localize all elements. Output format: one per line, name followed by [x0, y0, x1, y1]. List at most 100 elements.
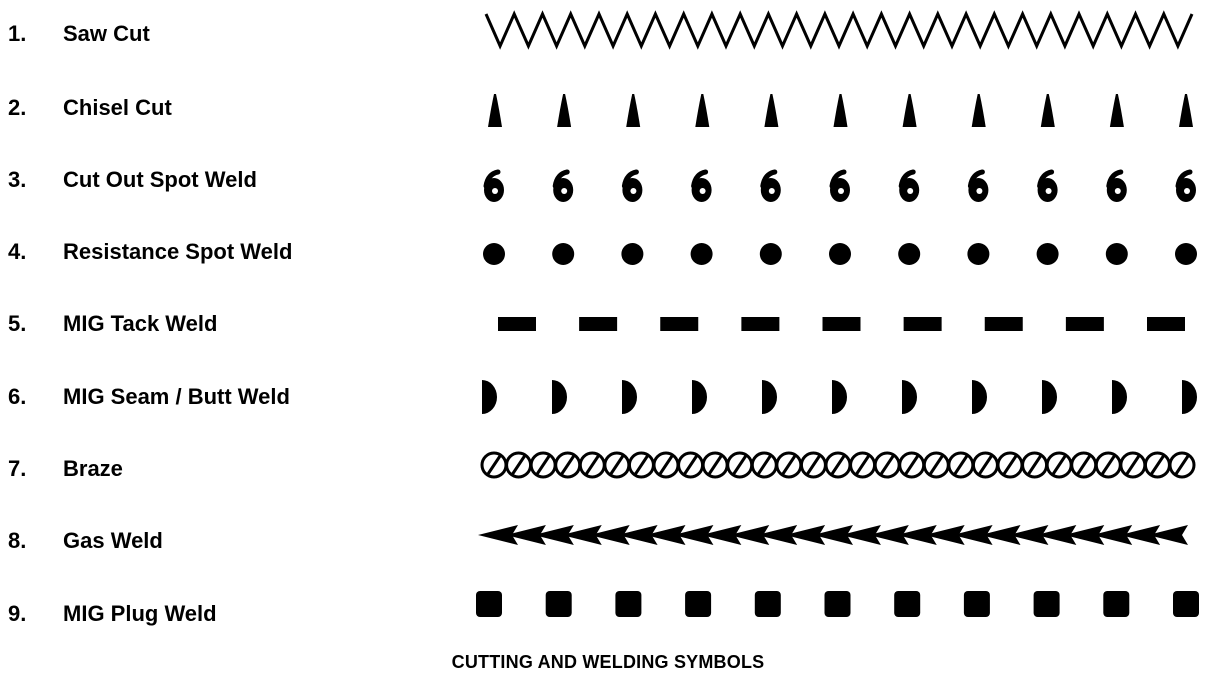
gas-arrowhead-mark	[1064, 525, 1105, 545]
solid-dot-icon	[483, 243, 1197, 265]
symbol-label: Saw Cut	[63, 21, 150, 46]
plug-square-mark	[1173, 591, 1199, 617]
spot-dot-mark	[621, 243, 644, 265]
spot-dot-mark	[552, 243, 575, 265]
gas-arrowhead-mark	[868, 525, 909, 545]
seam-half-circle-mark	[552, 380, 567, 414]
braze-circle-mark	[701, 451, 729, 479]
gas-arrowhead-mark	[589, 525, 630, 545]
chisel-mark	[902, 94, 917, 127]
braze-circle-mark	[873, 451, 901, 479]
tack-dash-mark	[903, 317, 942, 331]
plug-square-mark	[1033, 591, 1060, 617]
gas-arrowhead-mark	[952, 525, 993, 545]
figure-caption: CUTTING AND WELDING SYMBOLS	[451, 652, 765, 672]
braze-circle-mark	[603, 451, 631, 479]
tack-dash-mark	[822, 317, 861, 331]
braze-circle-mark	[578, 451, 606, 479]
spot-dot-mark	[1105, 243, 1128, 265]
gas-arrowhead-mark	[1036, 525, 1077, 545]
triangle-spike-icon	[488, 94, 1193, 127]
symbol-row-gas-weld: 8. Gas Weld	[0, 511, 1216, 571]
braze-circle-mark	[971, 451, 999, 479]
gas-arrowhead-mark	[645, 525, 686, 545]
gas-arrowhead-mark	[1092, 525, 1133, 545]
braze-circle-mark	[1021, 451, 1049, 479]
tack-dash-mark	[579, 317, 618, 331]
gas-arrowhead-mark	[840, 525, 881, 545]
plug-square-mark	[1103, 591, 1130, 617]
seam-half-circle-mark	[622, 380, 637, 414]
row-number: 4.	[8, 239, 27, 264]
zigzag-mark	[484, 10, 1194, 50]
row-number: 2.	[8, 95, 27, 120]
symbol-row-mig-seam-butt-weld: 6. MIG Seam / Butt Weld	[0, 367, 1216, 427]
braze-circle-mark	[505, 451, 533, 479]
row-number: 7.	[8, 456, 27, 481]
gas-arrowhead-mark	[561, 525, 602, 545]
braze-circle-mark	[824, 451, 852, 479]
zigzag-line-icon	[484, 10, 1194, 50]
chisel-mark	[695, 94, 710, 127]
tack-dash-mark	[498, 317, 536, 331]
symbol-row-resistance-spot-weld: 4. Resistance Spot Weld	[0, 222, 1216, 282]
rounded-square-icon	[476, 591, 1199, 617]
symbol-row-mig-tack-weld: 5. MIG Tack Weld	[0, 294, 1216, 354]
symbol-label: Braze	[63, 456, 123, 481]
braze-circle-mark	[849, 451, 877, 479]
six-shaped-dot-icon	[483, 169, 1196, 202]
plug-square-mark	[545, 591, 572, 617]
slashed-circle-chain-icon	[480, 451, 1196, 479]
gas-arrowhead-mark	[701, 525, 742, 545]
gas-arrowhead-mark	[785, 525, 826, 545]
gas-arrowhead-mark	[617, 525, 658, 545]
seam-half-circle-mark	[902, 380, 917, 414]
braze-circle-mark	[1119, 451, 1147, 479]
spot-dot-mark	[483, 243, 505, 265]
chisel-mark	[971, 94, 986, 127]
symbol-row-saw-cut: 1. Saw Cut	[0, 4, 1216, 64]
plug-square-mark	[894, 591, 921, 617]
gas-arrowhead-mark	[533, 525, 574, 545]
chisel-mark	[488, 94, 502, 127]
gas-arrowhead-mark	[813, 525, 853, 545]
braze-circle-mark	[1094, 451, 1122, 479]
braze-circle-mark	[996, 451, 1024, 479]
symbol-row-mig-plug-weld: 9. MIG Plug Weld	[0, 584, 1216, 644]
seam-half-circle-mark	[972, 380, 987, 414]
spot-dot-mark	[898, 243, 921, 265]
braze-circle-mark	[750, 451, 778, 479]
chisel-mark	[1109, 94, 1124, 127]
plug-square-mark	[754, 591, 781, 617]
braze-circle-mark	[554, 451, 582, 479]
gas-arrowhead-mark	[478, 525, 518, 545]
spot-dot-mark	[967, 243, 990, 265]
spot-dot-mark	[1175, 243, 1197, 265]
seam-half-circle-mark	[692, 380, 707, 414]
seam-half-circle-mark	[1112, 380, 1127, 414]
gas-arrowhead-mark	[896, 525, 937, 545]
symbol-label: Resistance Spot Weld	[63, 239, 293, 264]
chisel-mark	[626, 94, 641, 127]
braze-circle-mark	[677, 451, 705, 479]
chisel-mark	[1040, 94, 1055, 127]
half-circle-icon	[482, 380, 1197, 414]
symbol-row-chisel-cut: 2. Chisel Cut	[0, 78, 1216, 138]
symbol-label: MIG Plug Weld	[63, 601, 217, 626]
row-number: 3.	[8, 167, 27, 192]
braze-circle-mark	[898, 451, 926, 479]
symbol-label: Chisel Cut	[63, 95, 172, 120]
row-number: 6.	[8, 384, 27, 409]
braze-circle-mark	[726, 451, 754, 479]
gas-arrowhead-mark	[505, 525, 546, 545]
gas-arrowhead-mark	[1148, 525, 1188, 545]
braze-circle-mark	[1070, 451, 1098, 479]
seam-half-circle-mark	[1182, 380, 1197, 414]
gas-arrowhead-mark	[673, 525, 714, 545]
tack-dash-mark	[1147, 317, 1185, 331]
left-arrowhead-chain-icon	[478, 525, 1188, 545]
spot-dot-mark	[759, 243, 782, 265]
plug-square-mark	[476, 591, 502, 617]
symbol-row-cut-out-spot-weld: 3. Cut Out Spot Weld	[0, 150, 1216, 210]
